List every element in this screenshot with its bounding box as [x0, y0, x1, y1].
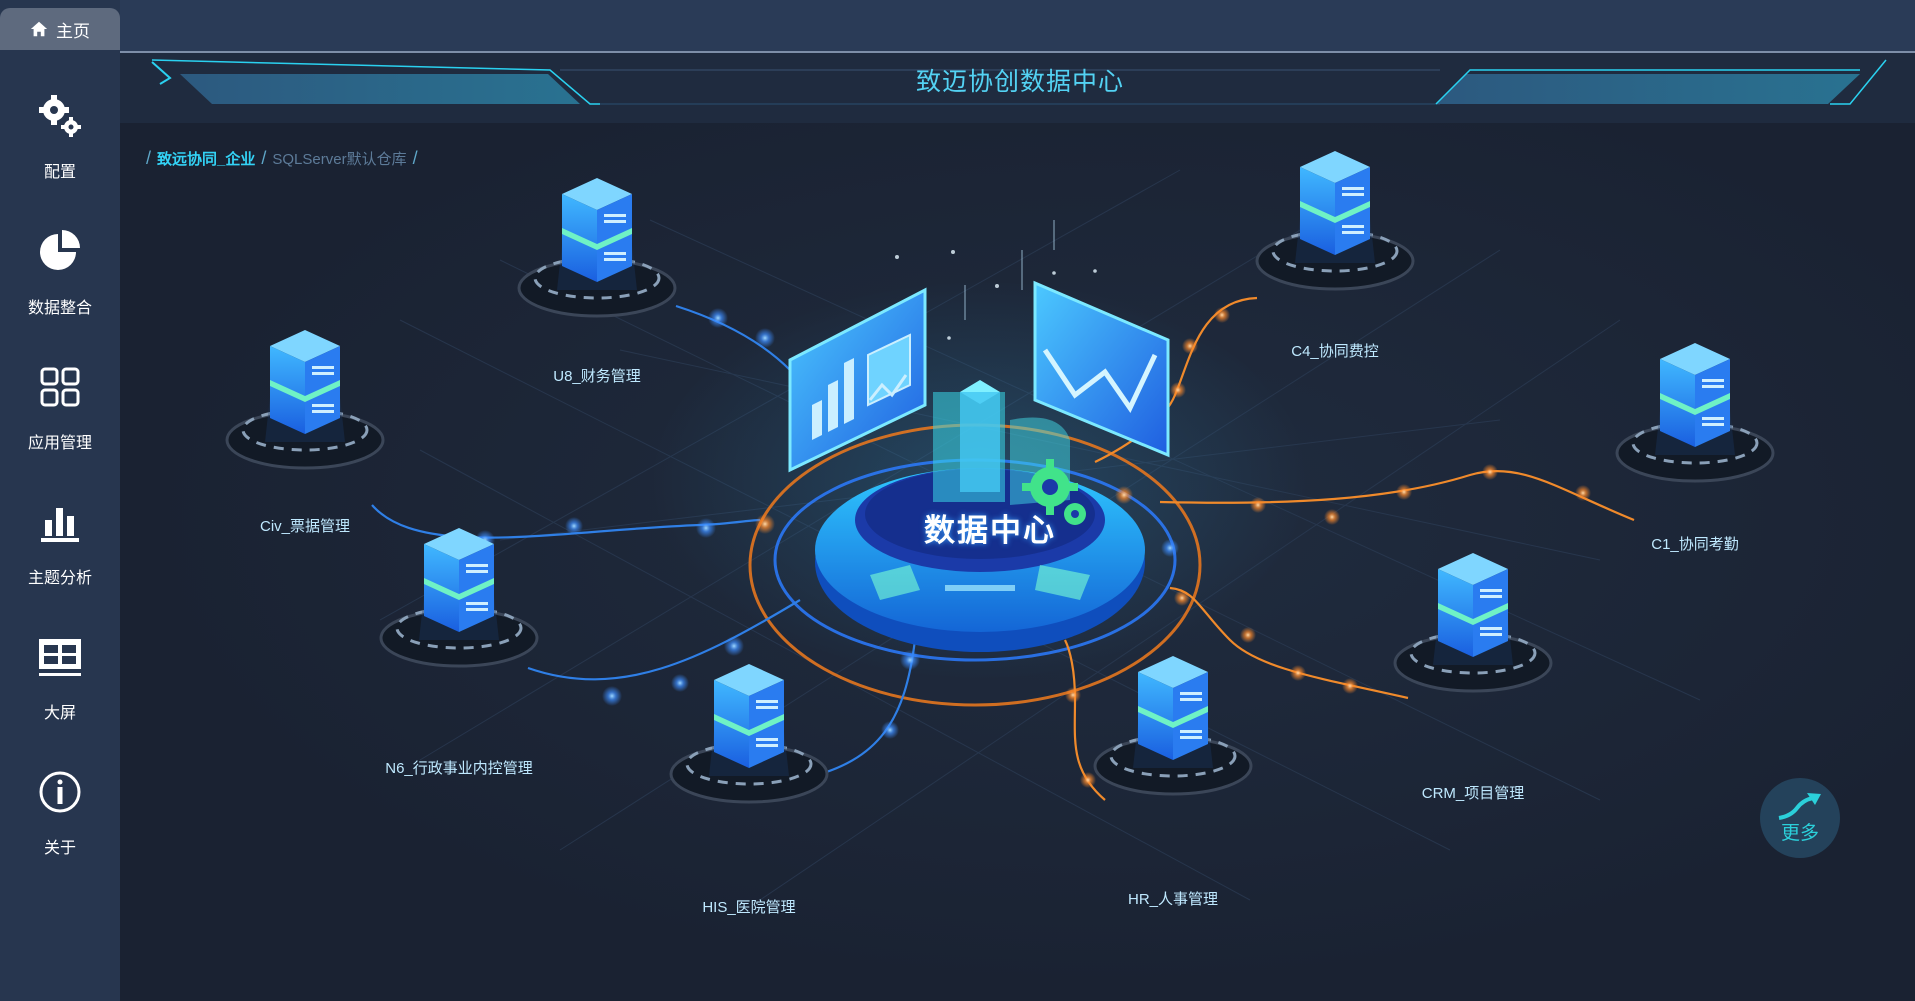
header-frame: [151, 59, 1887, 105]
sidebar: 主页 配置 数据整合 应用管理 主题分析: [0, 0, 120, 1001]
sidebar-item-topic-analysis[interactable]: 主题分析: [0, 498, 120, 618]
bar-chart-icon: [41, 508, 79, 542]
blue-glow-dots: [475, 308, 1179, 739]
breadcrumb-separator: /: [261, 148, 267, 168]
node-label-crm[interactable]: CRM_项目管理: [1421, 785, 1525, 802]
sidebar-item-config[interactable]: 配置: [0, 92, 120, 212]
breadcrumb-separator: /: [146, 148, 152, 168]
node-label-u8[interactable]: U8_财务管理: [553, 368, 641, 385]
server-node-icon[interactable]: [1610, 335, 1780, 485]
page-title: 致迈协创数据中心: [915, 68, 1124, 96]
gear-icon: [1022, 459, 1078, 515]
sidebar-item-label: 关于: [43, 840, 76, 857]
sidebar-item-label: 应用管理: [27, 435, 92, 452]
sidebar-item-label: 大屏: [43, 705, 76, 722]
sidebar-item-label: 数据整合: [27, 300, 92, 317]
gears-icon: [39, 95, 81, 137]
server-node-icon[interactable]: [664, 656, 834, 806]
node-label-n6[interactable]: N6_行政事业内控管理: [385, 760, 533, 777]
home-tab-label: 主页: [56, 21, 90, 41]
breadcrumb-item-enterprise[interactable]: 致远协同_企业: [157, 151, 256, 168]
server-node-icon[interactable]: [374, 520, 544, 670]
sparkle-particles: [895, 250, 1097, 340]
sidebar-item-label: 配置: [43, 164, 76, 181]
small-gear-icon: [1064, 503, 1086, 525]
sidebar-item-label: 主题分析: [27, 570, 92, 587]
pie-chart-icon: [40, 230, 80, 270]
top-divider: [120, 51, 1915, 53]
node-label-hr[interactable]: HR_人事管理: [1127, 891, 1219, 908]
sidebar-item-about[interactable]: 关于: [0, 768, 120, 888]
top-bar: [120, 0, 1915, 52]
home-icon: [30, 21, 48, 37]
server-node-icon[interactable]: [220, 322, 390, 472]
node-label-civ[interactable]: Civ_票据管理: [259, 518, 351, 535]
data-center-label: 数据中心: [924, 513, 1056, 548]
breadcrumb-item-warehouse[interactable]: SQLServer默认仓库: [272, 151, 407, 168]
home-tab[interactable]: 主页: [0, 8, 120, 50]
server-node-icon[interactable]: [1250, 143, 1420, 293]
grid-icon: [40, 367, 80, 407]
info-icon: [39, 771, 81, 813]
trend-up-icon: [1778, 792, 1821, 820]
screen-icon: [39, 639, 81, 676]
sidebar-item-app-management[interactable]: 应用管理: [0, 363, 120, 483]
sidebar-item-data-integration[interactable]: 数据整合: [0, 228, 120, 348]
sidebar-item-big-screen[interactable]: 大屏: [0, 633, 120, 753]
server-node-icon[interactable]: [1388, 545, 1558, 695]
node-label-c4[interactable]: C4_协同费控: [1291, 343, 1379, 360]
server-node-icon[interactable]: [1088, 648, 1258, 798]
orange-glow-dots: [755, 307, 1591, 788]
breadcrumb-separator: /: [412, 148, 418, 168]
server-node-icon[interactable]: [512, 170, 682, 320]
bar-chart-screen: [788, 287, 927, 473]
node-label-c1[interactable]: C1_协同考勤: [1651, 536, 1739, 553]
more-button-label: 更多: [1780, 822, 1819, 844]
line-chart-screen: [1033, 280, 1170, 458]
more-button[interactable]: 更多: [1760, 778, 1840, 858]
breadcrumb: / 致远协同_企业 / SQLServer默认仓库 /: [140, 148, 424, 169]
data-center-platform: [815, 468, 1145, 652]
node-label-his[interactable]: HIS_医院管理: [702, 899, 796, 916]
